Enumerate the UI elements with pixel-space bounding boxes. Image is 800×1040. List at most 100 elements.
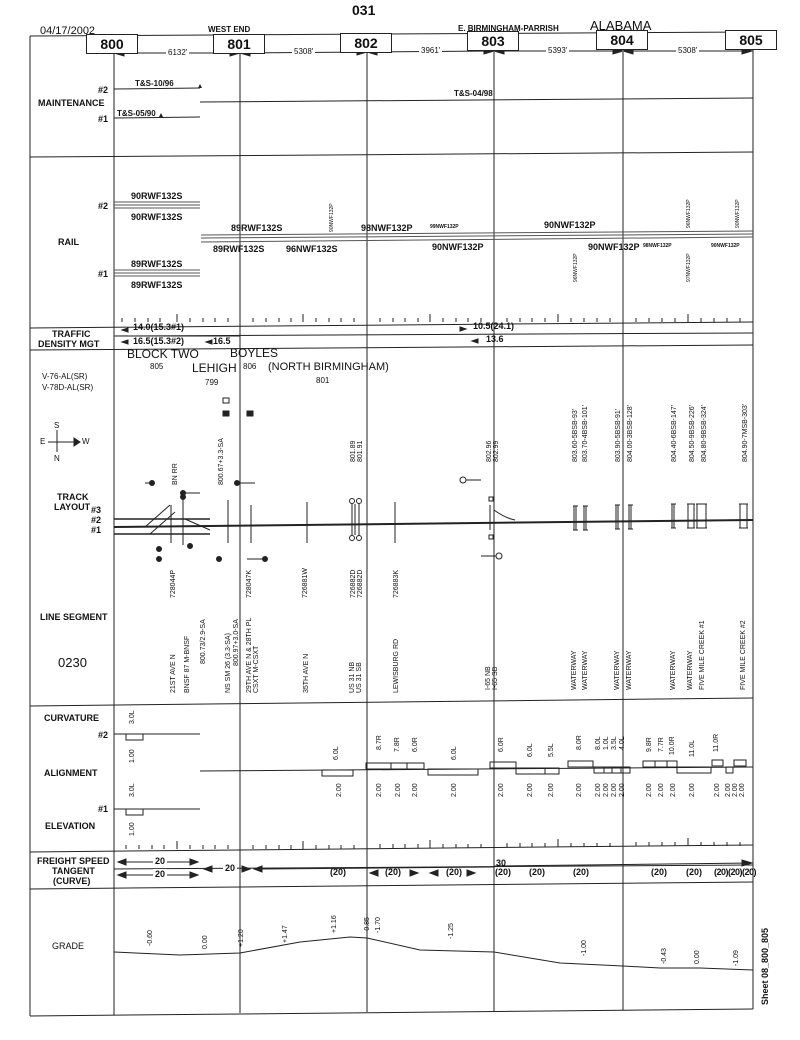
superelevation: 2.00: [689, 783, 696, 797]
rail-vertical-label: 97NWF132P: [686, 253, 692, 282]
station-e-birmingham-parrish: E. BIRMINGHAM-PARRISH: [458, 24, 559, 33]
bridge-label: 803.60-5BSB-93': [572, 408, 579, 462]
grade-value: +1.47: [282, 925, 289, 943]
station-block-two: BLOCK TWO: [127, 347, 199, 361]
rail-vertical-label: 96NWF132P: [573, 253, 579, 282]
curve-degree: 10.0R: [669, 736, 676, 755]
curve-degree: 1.0L: [603, 736, 610, 750]
rail-label: 90NWF132P: [588, 242, 640, 252]
row-label-maintenance: MAINTENANCE: [38, 98, 105, 108]
curve-degree: 6.0L: [527, 743, 534, 757]
waterway-name: WATERWAY: [614, 650, 621, 690]
speed-value: (20): [651, 867, 668, 877]
curve-degree: 7.8R: [394, 737, 401, 752]
curve-degree: 3.5L: [611, 736, 618, 750]
grade-value: -1.25: [448, 923, 455, 939]
row-label-elevation: ELEVATION: [45, 821, 96, 831]
track-1-label: #1: [98, 114, 109, 124]
bridge-label: 804.00-3BSB-128': [627, 405, 634, 462]
speed-value: (20): [385, 867, 402, 877]
track-1-label: #1: [98, 269, 109, 279]
rail-small-label: 99NWF132P: [430, 224, 459, 230]
state-name: ALABAMA: [590, 18, 652, 33]
row-label-curvature: CURVATURE: [44, 713, 100, 723]
grade-value: 0.00: [694, 950, 701, 964]
crossing-name: I-65 SB: [492, 666, 499, 690]
superelevation: 2.00: [395, 783, 402, 797]
superelevation: 2.00: [619, 783, 626, 797]
curve-degree: 6.0R: [498, 737, 505, 752]
track-2-label: #2: [91, 515, 102, 525]
row-label-traffic: TRAFFIC: [52, 329, 91, 339]
curve-degree: 6.0R: [412, 737, 419, 752]
station-boyles: BOYLES: [230, 346, 279, 360]
row-label-density-mgt: DENSITY MGT: [38, 339, 100, 349]
curve-degree: 11.0L: [689, 740, 696, 757]
sheet-number: 031: [352, 2, 376, 18]
bridge-label: 803.70-4BSB-101': [582, 405, 589, 462]
milepost-801: 801: [213, 34, 265, 54]
station-lehigh: LEHIGH: [192, 361, 237, 375]
curve-degree: 6.0L: [333, 746, 340, 760]
crossing-name: 800.73/2.9-SA: [200, 619, 207, 664]
crossing-name: LEWISBURG RD: [393, 638, 400, 693]
curve-degree: 11.0R: [713, 733, 720, 752]
superelevation: 2.00: [548, 783, 555, 797]
row-label-layout: LAYOUT: [54, 502, 91, 512]
crossing-id: 726881W: [302, 568, 309, 598]
curve-degree: 4.0L: [619, 736, 626, 750]
sheet-id: Sheet 08_800_805: [760, 927, 770, 1005]
speed-value: 30: [496, 858, 507, 868]
speed-value: (20): [446, 867, 463, 877]
superelevation: 1.00: [129, 749, 136, 763]
superelevation: 2.00: [412, 783, 419, 797]
crossing-name: 35TH AVE N: [303, 653, 310, 693]
grade-value: +1.16: [331, 915, 338, 933]
row-label-grade: GRADE: [52, 941, 85, 951]
superelevation: 2.00: [714, 783, 721, 797]
crossing-name: NS SM 26 (3.3-SA): [225, 633, 232, 693]
crossing-id: 726882D: [350, 569, 357, 598]
grade-value: -1.00: [581, 940, 588, 956]
bridge-label: 804.80-9BSB-324': [701, 405, 708, 462]
speed-value: 20: [153, 856, 168, 866]
waterway-name: WATERWAY: [670, 650, 677, 690]
curve-degree: 3.0L: [129, 783, 136, 797]
crossing-id: 728047K: [246, 569, 253, 598]
milepost-803: 803: [467, 31, 519, 51]
track-3-label: #3: [91, 505, 102, 515]
crossing-name: US 31 NB: [349, 661, 356, 693]
speed-value: (20): [330, 867, 347, 877]
superelevation: 2.00: [527, 783, 534, 797]
waterway-name: WATERWAY: [582, 650, 589, 690]
superelevation: 2.00: [646, 783, 653, 797]
rail-vertical-label: 90NWF132P: [735, 199, 741, 228]
traffic-value: 10.5(24.1): [473, 321, 515, 331]
rail-label: 98NWF132P: [361, 223, 413, 233]
crossing-name: 21ST AVE N: [170, 654, 177, 693]
rail-label: 90NWF132P: [432, 242, 484, 252]
row-label-rail: RAIL: [58, 237, 79, 247]
track-2-label: #2: [98, 201, 109, 211]
compass-west: W: [82, 437, 90, 446]
bridge-label: 804.40-6BSB-147': [671, 405, 678, 462]
speed-value: (20): [529, 867, 546, 877]
rail-label: 89RWF132S: [131, 259, 183, 269]
track-mile-label: 802.96: [486, 440, 493, 462]
compass-south: S: [54, 421, 60, 430]
rail-label: 90NWF132P: [544, 220, 596, 230]
distance-label: 5308': [292, 47, 316, 56]
crossing-id: 726882D: [357, 569, 364, 598]
rail-label: 90RWF132S: [131, 191, 183, 201]
crossing-name: 29TH AVE N & 28TH PL: [246, 617, 253, 693]
milepost-805: 805: [725, 30, 777, 50]
waterway-name: WATERWAY: [687, 650, 694, 690]
speed-value: (20)(20)(20): [714, 867, 757, 877]
grade-value: +1.20: [238, 929, 245, 947]
waterway-name: FIVE MILE CREEK #1: [699, 620, 706, 690]
crossing-name: BNSF 87 M-BNSF: [184, 635, 191, 693]
rail-small-label: 90NWF132P: [711, 243, 740, 249]
track-mile-label: BN RR: [172, 463, 179, 485]
maintenance-entry: T&S-10/96: [135, 79, 174, 88]
track-mile-label: 801.91: [357, 440, 364, 462]
